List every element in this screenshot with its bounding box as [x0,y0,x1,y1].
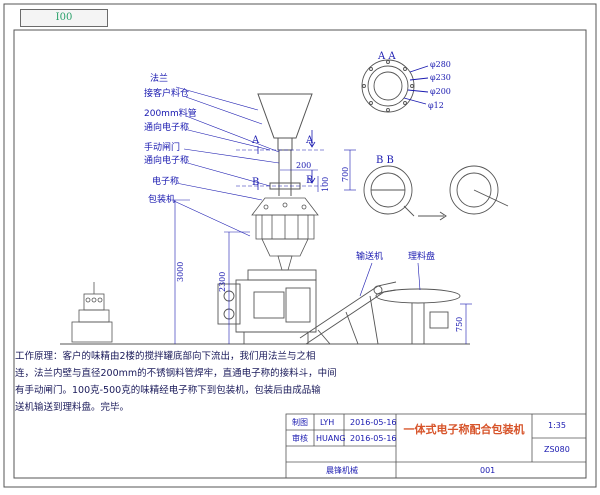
label-manual-gate: 手动闸门 [144,143,181,153]
drawing-code: I00 [20,9,108,27]
principle-line-2: 连，法兰内壁与直径200mm的不锈钢料管焊牢，直通电子称的接料斗，中间 [15,368,337,379]
tb-date-drawn: 2016-05-16 [350,418,397,427]
label-to-scale-2: 通向电子称 [144,156,190,166]
section-mark-a-right: A [306,135,314,146]
tb-role-drawn: 制图 [292,418,308,427]
section-bb-left [363,165,415,217]
title-block-grid [285,413,587,479]
small-packer [71,282,113,343]
dim-h3000: 3000 [176,261,185,282]
section-bb-right [449,165,509,215]
tb-name-drawn: LYH [320,418,335,427]
tb-date-checked: 2016-05-16 [350,434,397,443]
label-scale: 电子称 [152,177,180,187]
multihead-scale [251,197,319,271]
tb-drawing-no: ZS080 [544,445,570,454]
drawing-frame [3,3,597,488]
principle-line-4: 送机输送到理料盘。完毕。 [15,402,130,413]
tb-role-checked: 审核 [292,434,308,443]
dim-h100: 100 [321,176,330,192]
section-mark-a-left: A [252,135,260,146]
section-mark-b-right: B [306,175,314,186]
label-conveyor: 输送机 [356,252,384,262]
dim-h700: 700 [341,166,350,182]
section-arrows [257,130,316,190]
dim-d12: φ12 [428,101,444,110]
section-aa [361,59,429,113]
section-title-aa: A A [378,51,396,62]
conveyor [299,281,397,345]
section-title-bb: B B [376,155,394,166]
principle-line-1: 工作原理：客户的味精由2楼的搅拌罐底部向下流出，我们用法兰与之相 [15,351,316,362]
tb-scale: 1:35 [548,421,566,430]
dim-d200: φ200 [430,87,451,96]
pipe-200 [269,150,301,196]
label-to-scale-1: 通向电子称 [144,123,190,133]
label-tray: 理料盘 [408,252,436,262]
dim-h2300: 2300 [218,271,227,292]
dim-h750: 750 [455,316,464,332]
label-client-mixer: 接客户料仓 [144,89,190,99]
leader-lines [173,86,421,297]
tray [375,288,461,345]
label-pipe-200: 200mm料管 [144,109,197,119]
dim-d280: φ280 [430,60,451,69]
main-packer [217,269,317,344]
dimension-lines [170,149,472,344]
section-mark-b-left: B [252,177,260,188]
label-packer: 包装机 [148,195,176,205]
principle-line-3: 有手动闸门。100克-500克的味精经电子称下到包装机，包装后由成品输 [15,385,321,396]
tb-title: 一体式电子称配合包装机 [403,423,525,436]
tb-sheet: 001 [480,466,496,475]
tb-name-checked: HUANG [316,434,346,443]
working-principle: 工作原理：客户的味精由2楼的搅拌罐底部向下流出，我们用法兰与之相 连，法兰内壁与… [15,348,385,416]
dim-w200: 200 [296,161,312,170]
tb-company: 晨锋机械 [326,466,358,475]
label-flange: 法兰 [150,74,169,84]
section-cut-lines [236,149,324,187]
dim-d230: φ230 [430,73,451,82]
bb-arrow [418,211,447,221]
hopper [257,93,313,151]
